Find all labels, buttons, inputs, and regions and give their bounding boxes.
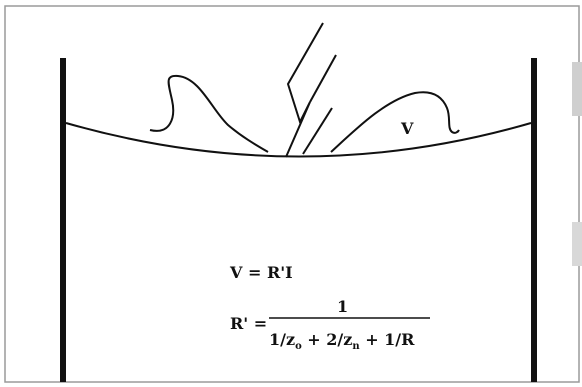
left-discharge-lobe [149,74,269,153]
lightning-bolt-branch [309,54,337,103]
denominator-part-2: + 2/z [302,330,353,349]
liquid-surface [65,122,532,158]
scan-artifact-top [572,62,582,116]
denominator-part-1: 1/z [269,330,295,349]
voltage-label: V [400,119,414,138]
denominator-part-3: + 1/R [360,330,416,349]
equation-numerator: 1 [337,297,348,316]
right-discharge-lobe [330,91,460,153]
figure-frame [4,5,580,383]
equation-r-prime-lhs: R' = [230,314,267,333]
equation-denominator: 1/zo + 2/zn + 1/R [269,330,415,352]
lightning-bolt [285,22,324,158]
lightning-bolt-tail [302,107,333,155]
denominator-sub-1: o [295,341,302,352]
denominator-sub-2: n [352,341,360,352]
scan-artifact-bottom [572,222,582,266]
equation-ohm: V = R'I [229,263,293,282]
